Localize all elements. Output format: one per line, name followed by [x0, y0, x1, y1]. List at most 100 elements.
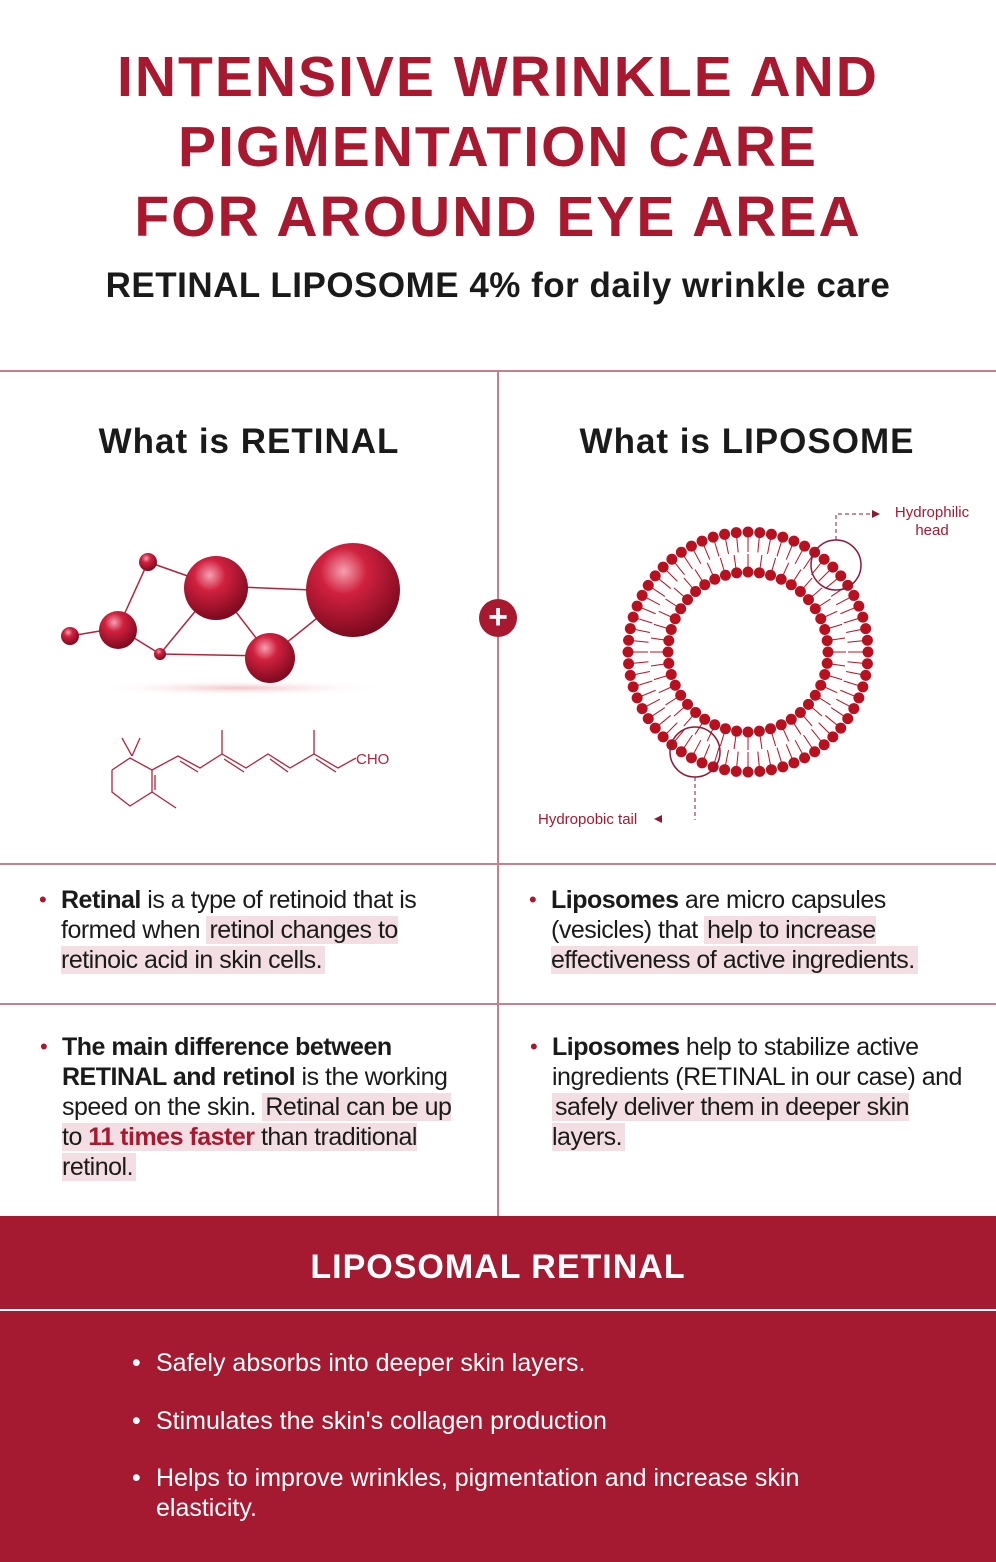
retinal-heading: What is RETINAL [98, 422, 400, 461]
lipid-head [754, 527, 766, 539]
atom [61, 627, 79, 645]
lipid-head [777, 531, 789, 543]
lipid-head [709, 719, 721, 731]
lipid-head [622, 646, 634, 658]
lipid-head [777, 761, 789, 773]
text: is the working speed on the skin. [62, 1063, 448, 1121]
lipid-head [665, 623, 677, 635]
lipid-head [799, 752, 811, 764]
lipid-head [819, 669, 831, 681]
atom [154, 648, 166, 660]
lipid-head [799, 540, 811, 552]
lipid-head [665, 669, 677, 681]
lipid-head [794, 586, 806, 598]
lipid-head [696, 535, 708, 547]
atom [99, 611, 137, 649]
lipid-head [707, 531, 719, 543]
lipid-head [785, 579, 797, 591]
retinal-molecule-illustration: CHO [61, 543, 400, 809]
liposome-definition: •Liposomes are micro capsules (vesicles)… [529, 885, 971, 975]
retinal-definition: •Retinal is a type of retinoid that is f… [39, 886, 417, 974]
liposome-illustration [622, 510, 880, 823]
lipid-head [742, 766, 754, 778]
lipid-head [835, 722, 847, 734]
lipid-head [742, 726, 754, 738]
lipid-head [675, 546, 687, 558]
text: is a type of retinoid that is formed whe… [61, 886, 417, 944]
liposomal-retinal-section: LIPOSOMAL RETINAL Safely absorbs into de… [0, 1216, 996, 1562]
atom [184, 556, 248, 620]
lipid-head [666, 739, 678, 751]
lipid-head [631, 600, 643, 612]
lipid-head [719, 528, 731, 540]
lipid-head [818, 553, 830, 565]
lipid-head [675, 689, 687, 701]
atom [139, 553, 157, 571]
lipid-head [821, 657, 833, 669]
lipid-head [699, 713, 711, 725]
lipid-head [802, 698, 814, 710]
lipid-head [862, 646, 874, 658]
lipid-head [821, 635, 833, 647]
benefit-item: Safely absorbs into deeper skin layers. [132, 1348, 856, 1378]
lipid-head [623, 658, 635, 670]
lipid-head [696, 757, 708, 769]
bold-text: The main difference between RETINAL and … [62, 1033, 392, 1091]
lipid-head [730, 765, 742, 777]
lipid-head [809, 746, 821, 758]
lipid-head [675, 603, 687, 615]
lipid-head [742, 526, 754, 538]
benefit-item: Helps to improve wrinkles, pigmentation … [132, 1463, 856, 1523]
lipid-head [731, 725, 743, 737]
lipid-head [775, 719, 787, 731]
lipid-head [719, 764, 731, 776]
lipid-head [842, 713, 854, 725]
lipid-head [753, 725, 765, 737]
lipid-head [765, 723, 777, 735]
lipid-head [699, 579, 711, 591]
lipid-head [802, 594, 814, 606]
lipid-head [765, 569, 777, 581]
bold-text: Liposomes [551, 886, 679, 914]
text: than traditional retinol. [62, 1123, 417, 1181]
lipid-head [624, 623, 636, 635]
lipid-head [657, 731, 669, 743]
highlighted-text: safely deliver them in deeper skin layer… [552, 1093, 910, 1151]
lipid-head [682, 594, 694, 606]
lipid-head [666, 553, 678, 565]
lipid-head [636, 589, 648, 601]
hydrophilic-head-label: Hydrophilic head [894, 504, 970, 539]
lipid-head [642, 713, 654, 725]
lipid-head [788, 757, 800, 769]
lipid-head [669, 613, 681, 625]
lipid-head [785, 713, 797, 725]
lipid-head [818, 739, 830, 751]
lipid-head [753, 567, 765, 579]
lipid-head [822, 646, 834, 658]
lipid-head [861, 634, 873, 646]
title-line: FOR AROUND EYE AREA [134, 185, 862, 249]
atom [245, 633, 295, 683]
lipid-head [685, 540, 697, 552]
lipid-head [819, 623, 831, 635]
lipid-head [663, 635, 675, 647]
lipid-head [685, 752, 697, 764]
text: Retinal can be up to [62, 1093, 452, 1151]
lipid-head [827, 731, 839, 743]
lipid-head [730, 527, 742, 539]
hydrophobic-tail-label: Hydropobic tail [538, 811, 638, 828]
lipid-head [754, 765, 766, 777]
lipid-head [860, 669, 872, 681]
lipid-head [682, 698, 694, 710]
lipid-head [657, 561, 669, 573]
lipid-head [707, 761, 719, 773]
title-line: INTENSIVE WRINKLE AND [117, 45, 879, 109]
lipid-head [649, 570, 661, 582]
liposome-benefit: •Liposomes help to stabilize active ingr… [530, 1033, 962, 1151]
lipid-head [815, 679, 827, 691]
lipid-head [627, 611, 639, 623]
lipid-head [835, 570, 847, 582]
lipid-head [669, 679, 681, 691]
lipid-head [765, 528, 777, 540]
lipid-head [623, 634, 635, 646]
